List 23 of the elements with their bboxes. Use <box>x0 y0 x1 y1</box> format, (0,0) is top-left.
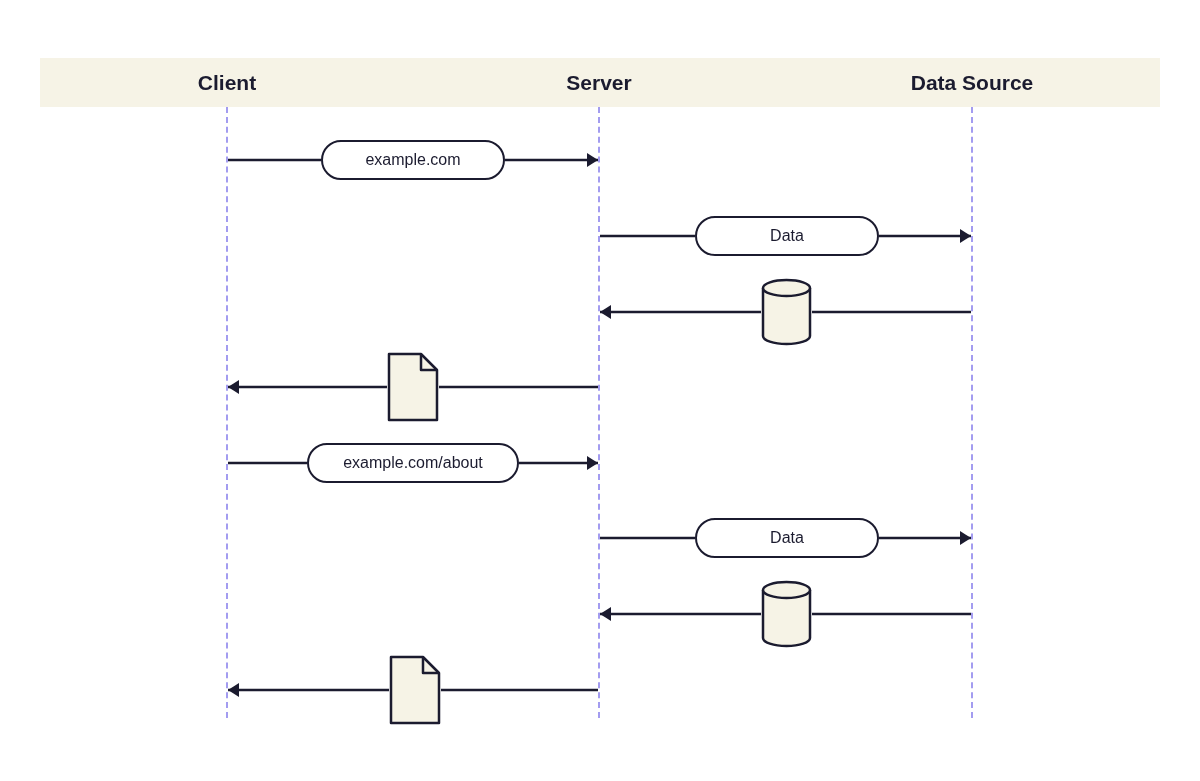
lifeline-label: Data Source <box>910 70 1034 95</box>
arrow <box>228 683 389 697</box>
lifeline <box>971 107 973 718</box>
lifeline <box>598 107 600 718</box>
arrow <box>879 531 971 545</box>
arrow <box>519 456 598 470</box>
message-pill: example.com/about <box>307 443 519 483</box>
arrow <box>600 607 761 621</box>
arrow <box>600 305 761 319</box>
message-pill: Data <box>695 216 879 256</box>
database-cylinder <box>761 278 812 346</box>
document-icon <box>389 655 441 725</box>
arrow <box>505 153 598 167</box>
message-pill: example.com <box>321 140 505 180</box>
lifeline-label: Client <box>197 70 257 95</box>
lifeline <box>226 107 228 718</box>
database-cylinder <box>761 580 812 648</box>
document-icon <box>387 352 439 422</box>
lifeline-label: Server <box>566 70 632 95</box>
arrow <box>228 380 387 394</box>
arrow <box>879 229 971 243</box>
message-pill: Data <box>695 518 879 558</box>
header-band <box>40 58 1160 107</box>
